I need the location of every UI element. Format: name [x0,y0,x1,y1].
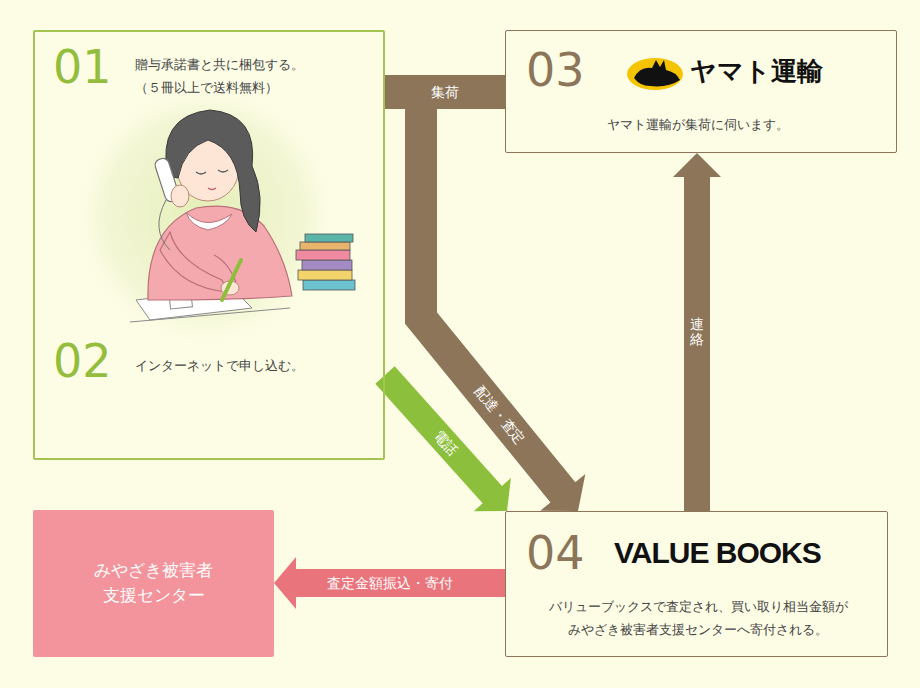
recipient-text: みやざき被害者 支援センター [89,558,218,607]
donation-arrow [274,557,505,609]
carrier-box: 03 ヤマト運輸ヤマト運輸が集荷に伺います。 [505,30,897,153]
edge-label: 配達・査定 [472,383,527,446]
delivery-arrow [421,92,585,511]
step-text: インターネットで申し込む。 [135,356,365,377]
carrier-logo-text: ヤマト運輸 [690,58,823,84]
buyer-box: 04 VALUE BOOKS バリューブックスで査定され、買い取り相当金額が みやざ… [505,511,888,657]
arrow-head [274,557,296,609]
buyer-logo-text: VALUE BOOKS [614,538,821,568]
woman-illustration [65,75,345,355]
recipient-box: みやざき被害者 支援センター [33,510,274,657]
edge-label: 連絡 [690,317,704,348]
step-text: 贈与承諾書と共に梱包する。 （５冊以上で送料無料） [135,54,315,100]
edge-label: 査定金額振込・寄付 [327,576,453,590]
arrow-head [474,478,511,511]
edge-label: 電話 [431,428,460,458]
contact-arrow [673,153,721,511]
arrow-head [540,474,585,511]
step-number: 03 [526,47,585,93]
step-number: 02 [53,338,112,384]
step-text: バリューブックスで査定され、買い取り相当金額が みやざき被害者支援センターへ寄付… [540,596,856,642]
connector-band [295,569,505,597]
edge-label: 集荷 [431,85,459,99]
step-text: ヤマト運輸が集荷に伺います。 [506,115,889,135]
yamato-cat-logo [627,58,683,90]
step-number: 01 [53,44,112,90]
step-panel: 01 贈与承諾書と共に梱包する。 （５冊以上で送料無料） 02 インターネットで申し込… [33,30,385,460]
step-number: 04 [526,530,585,576]
arrow-head [673,153,721,177]
book-stack [296,234,355,290]
connector-band [684,176,710,511]
